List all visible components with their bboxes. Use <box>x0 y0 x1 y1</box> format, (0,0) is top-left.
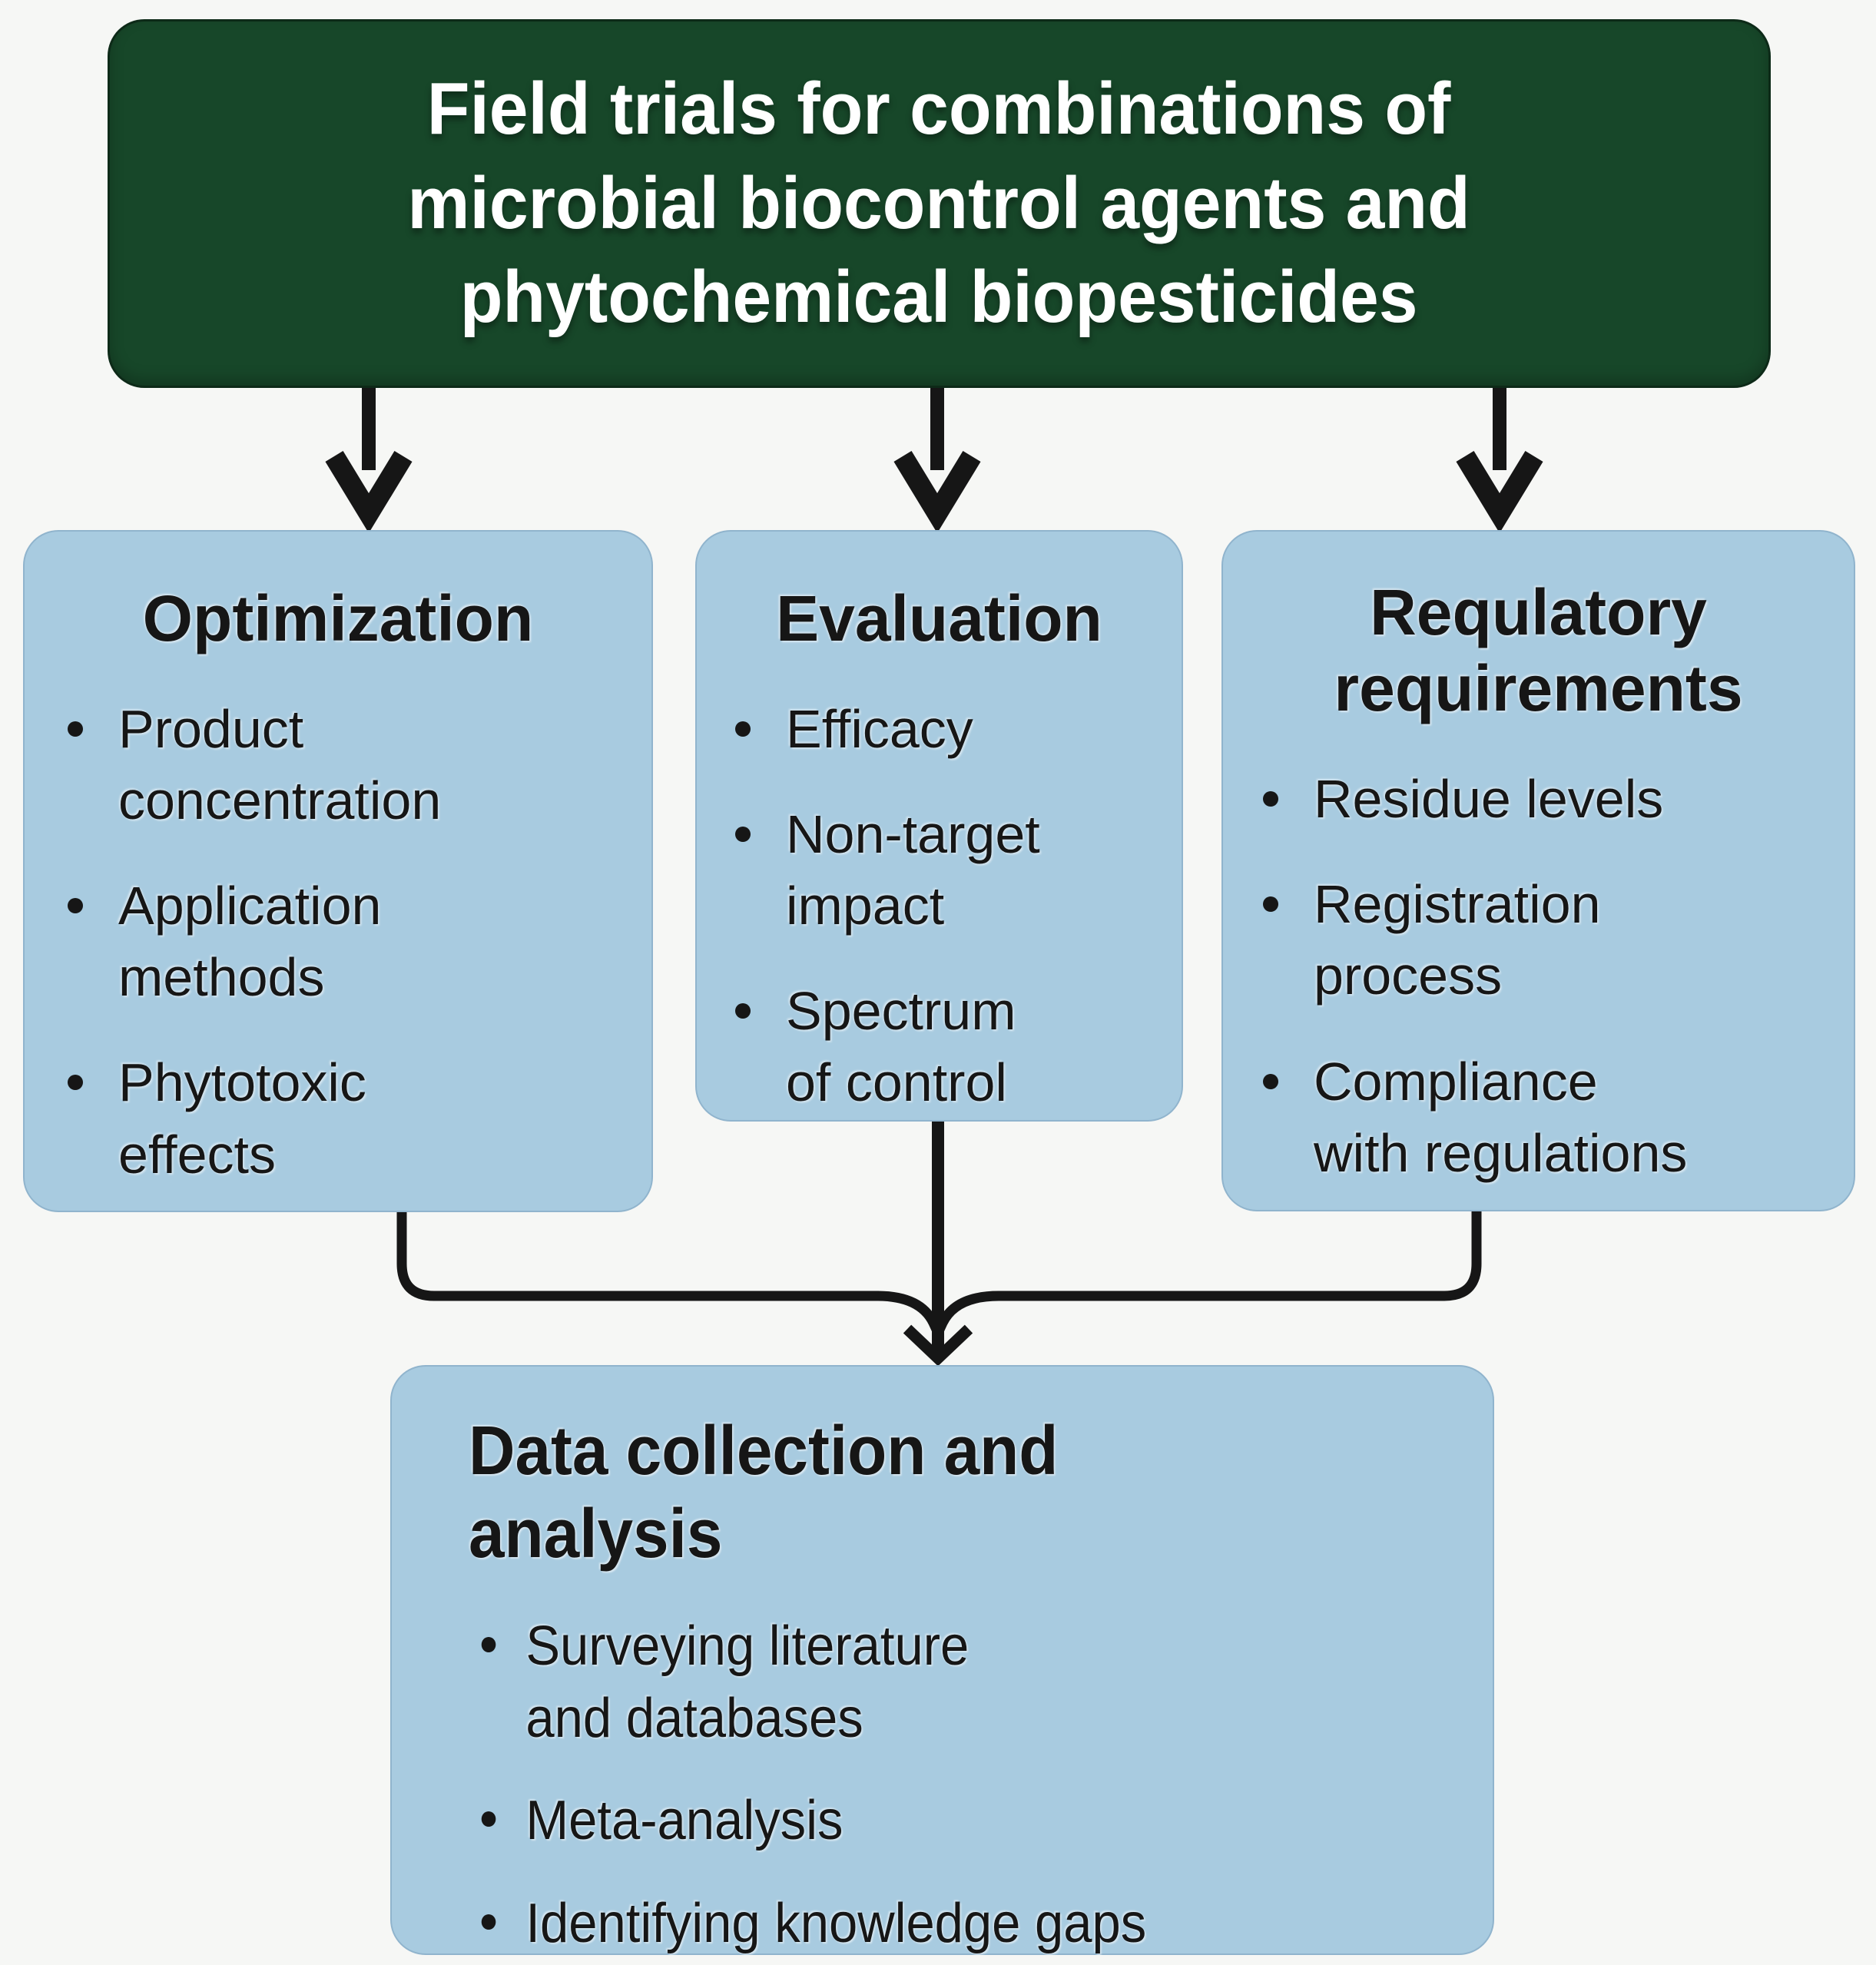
bullet-dot-icon <box>735 827 751 843</box>
bullet-dot-icon <box>68 898 83 914</box>
evaluation-box: Evaluation Efficacy Non-target impact Sp… <box>695 530 1183 1122</box>
arrowhead-to-regulatory-icon <box>1456 450 1543 533</box>
list-item: Product concentration <box>48 694 628 837</box>
list-item: Meta-analysis <box>469 1785 1442 1857</box>
regulatory-bullet-list: Residue levels Registration process Comp… <box>1243 764 1834 1188</box>
evaluation-heading: Evaluation <box>776 582 1102 654</box>
list-item: Surveying literature and databases <box>469 1611 1442 1755</box>
bullet-text: Efficacy <box>786 699 973 760</box>
optimization-heading: Optimization <box>142 582 534 654</box>
bracket-left-branch <box>396 1211 943 1335</box>
list-item: Non-target impact <box>715 799 1163 942</box>
bullet-dot-icon <box>481 1811 496 1827</box>
bullet-dot-icon <box>481 1637 496 1652</box>
list-item: Efficacy <box>715 694 1163 765</box>
bullet-dot-icon <box>1263 896 1278 913</box>
data-collection-bullet-list: Surveying literature and databases Meta-… <box>469 1611 1442 1960</box>
arrowhead-to-optimization-icon <box>325 450 413 533</box>
list-item: Registration process <box>1243 869 1834 1012</box>
bullet-text: Residue levels <box>1314 769 1664 830</box>
list-item: Phytotoxic effects <box>48 1047 628 1190</box>
bullet-text: Product concentration <box>118 699 442 831</box>
data-collection-content: Data collection and analysis Surveying l… <box>469 1410 1442 1960</box>
bracket-right-branch <box>933 1210 1482 1335</box>
bullet-dot-icon <box>68 1075 83 1091</box>
bullet-dot-icon <box>735 1003 751 1019</box>
diagram-title: Field trials for combinations of microbi… <box>407 67 1471 339</box>
data-collection-box: Data collection and analysis Surveying l… <box>390 1365 1494 1955</box>
header-box: Field trials for combinations of microbi… <box>108 19 1771 388</box>
optimization-box: Optimization Product concentration Appli… <box>23 530 653 1212</box>
list-item: Spectrum of control <box>715 976 1163 1118</box>
evaluation-bullet-list: Efficacy Non-target impact Spectrum of c… <box>715 694 1163 1118</box>
arrowhead-to-evaluation-icon <box>893 450 981 533</box>
list-item: Compliance with regulations <box>1243 1046 1834 1189</box>
bullet-text: Non-target impact <box>786 804 1040 936</box>
bullet-dot-icon <box>735 721 751 737</box>
bullet-dot-icon <box>68 721 83 737</box>
regulatory-requirements-box: Requlatory requirements Residue levels R… <box>1221 530 1855 1211</box>
regulatory-heading: Requlatory requirements <box>1334 576 1743 725</box>
bullet-text: Registration process <box>1314 874 1601 1006</box>
bullet-text: Compliance with regulations <box>1314 1051 1688 1183</box>
data-collection-heading: Data collection and analysis <box>469 1413 1059 1572</box>
optimization-bullet-list: Product concentration Application method… <box>48 694 628 1191</box>
list-item: Application methods <box>48 870 628 1013</box>
list-item: Identifying knowledge gaps <box>469 1888 1442 1960</box>
bullet-text: Application methods <box>118 876 382 1008</box>
bullet-text: Identifying knowledge gaps <box>525 1892 1147 1954</box>
bullet-dot-icon <box>481 1914 496 1930</box>
bullet-text: Spectrum of control <box>786 981 1016 1113</box>
bullet-text: Surveying literature and databases <box>525 1615 969 1749</box>
bullet-dot-icon <box>1263 791 1278 807</box>
arrowhead-to-data-collection-icon <box>903 1324 973 1367</box>
bullet-text: Phytotoxic effects <box>118 1052 366 1185</box>
bullet-text: Meta-analysis <box>525 1790 844 1852</box>
bullet-dot-icon <box>1263 1073 1278 1089</box>
list-item: Residue levels <box>1243 764 1834 835</box>
